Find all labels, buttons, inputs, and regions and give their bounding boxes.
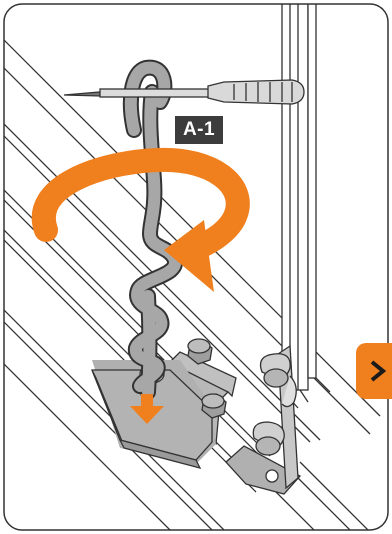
chevron-right-icon (369, 360, 387, 382)
spiral-ground-anchor-icon (131, 68, 175, 392)
next-button[interactable] (356, 343, 392, 399)
step-label-badge: A-1 (175, 116, 223, 144)
screwdriver-icon (64, 80, 304, 104)
